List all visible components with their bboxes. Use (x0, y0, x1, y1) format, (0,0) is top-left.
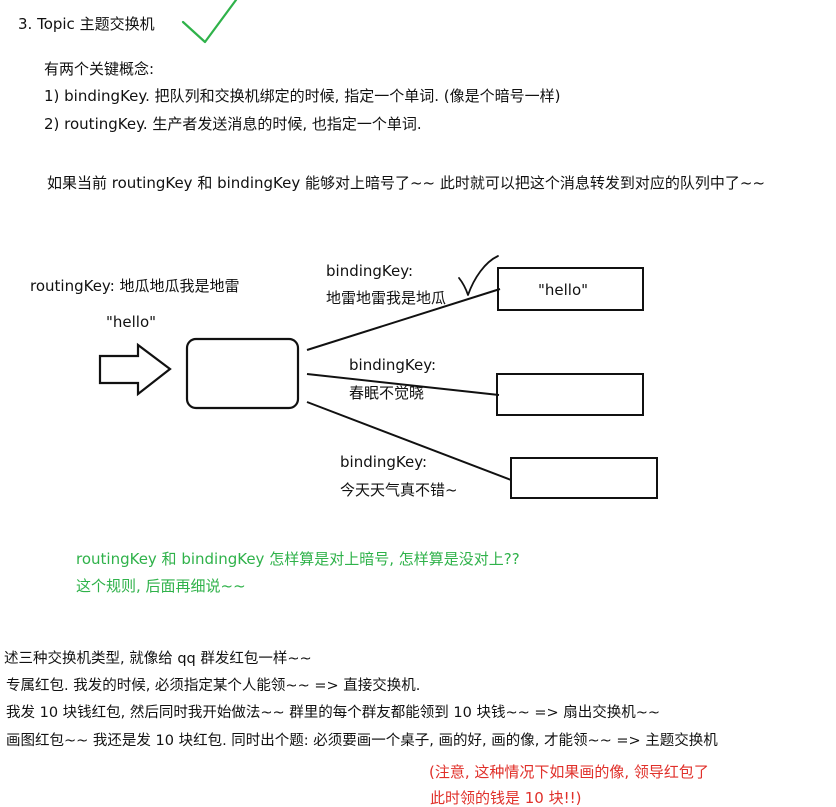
queue-box-2 (496, 373, 644, 416)
binding-value-label-1: 地雷地雷我是地瓜 (326, 289, 447, 307)
green-note-line-1: routingKey 和 bindingKey 怎样算是对上暗号, 怎样算是没对… (76, 550, 520, 568)
green-note-line-2: 这个规则, 后面再细说~~ (76, 577, 246, 595)
queue-1-content: "hello" (538, 281, 589, 299)
concepts-intro: 有两个关键概念: (44, 60, 155, 78)
match-note: 如果当前 routingKey 和 bindingKey 能够对上暗号了~~ 此… (47, 174, 766, 192)
concept-binding-key: 1) bindingKey. 把队列和交换机绑定的时候, 指定一个单词. (像是… (44, 87, 561, 105)
concept-routing-key: 2) routingKey. 生产者发送消息的时候, 也指定一个单词. (44, 115, 422, 133)
binding-line-2 (306, 373, 500, 396)
red-note-line-2: 此时领的钱是 10 块!!) (430, 789, 582, 807)
routing-key-label: routingKey: 地瓜地瓜我是地雷 (30, 277, 240, 295)
hollow-arrow-icon (98, 342, 172, 397)
queue-box-1 (497, 267, 644, 311)
queue-box-3 (510, 457, 658, 499)
binding-key-label-1: bindingKey: (326, 262, 414, 280)
binding-line-3 (306, 401, 512, 481)
analogy-line-4: 画图红包~~ 我还是发 10 块红包. 同时出个题: 必须要画一个桌子, 画的好… (6, 733, 718, 749)
binding-value-label-2: 春眠不觉晓 (349, 384, 425, 402)
page-title: 3. Topic 主题交换机 (18, 15, 155, 33)
black-checkmark-icon (458, 255, 499, 296)
binding-key-label-2: bindingKey: (349, 356, 437, 374)
binding-key-label-3: bindingKey: (340, 453, 428, 471)
analogy-line-3: 我发 10 块钱红包, 然后同时我开始做法~~ 群里的每个群友都能领到 10 块… (6, 705, 661, 721)
green-checkmark-icon (181, 0, 238, 44)
analogy-line-1: 述三种交换机类型, 就像给 qq 群发红包一样~~ (4, 651, 312, 667)
analogy-line-2: 专属红包. 我发的时候, 必须指定某个人能领~~ => 直接交换机. (6, 678, 421, 694)
message-label: "hello" (106, 313, 157, 331)
red-note-line-1: (注意, 这种情况下如果画的像, 领导红包了 (429, 763, 709, 781)
binding-value-label-3: 今天天气真不错~ (340, 481, 458, 499)
binding-line-1 (306, 288, 501, 351)
exchange-box (185, 337, 300, 410)
